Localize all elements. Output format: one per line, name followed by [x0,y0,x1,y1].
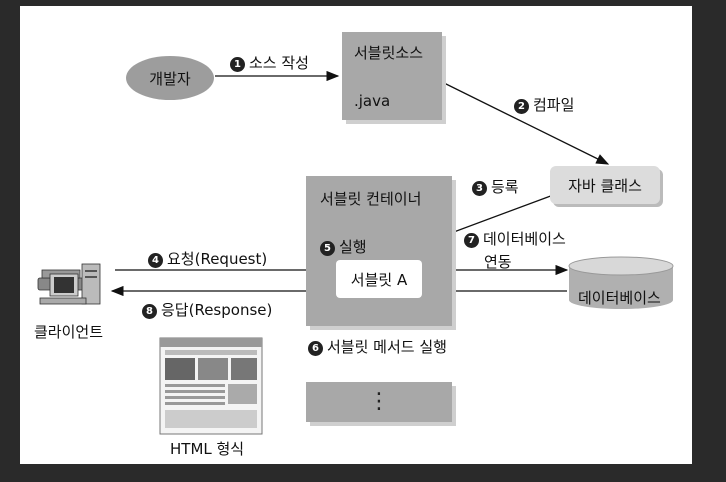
java-class-box: 자바 클래스 [550,166,660,204]
step-7-text-line2: 연동 [484,251,512,272]
step-2-label: 2 컴파일 [514,94,574,115]
servlet-a-label: 서블릿 A [351,269,407,290]
step-3-badge: 3 [472,181,487,196]
computer-icon [38,264,100,304]
step-5-label: 5 실행 [320,236,367,257]
step-5-badge: 5 [320,241,335,256]
step-8-badge: 8 [142,304,157,319]
step-7-label: 7 데이터베이스 [464,228,566,249]
step-6-badge: 6 [308,341,323,356]
step-4-badge: 4 [148,253,163,268]
ellipsis-icon: ⋮ [368,391,390,413]
servlet-source-title: 서블릿소스 [354,42,423,63]
step-2-badge: 2 [514,99,529,114]
developer-node: 개발자 [126,56,214,100]
step-8-text: 응답(Response) [161,301,272,319]
client-label: 클라이언트 [34,321,103,342]
developer-label: 개발자 [149,68,190,89]
step-4-text: 요청(Request) [167,250,267,268]
step-3-label: 3 등록 [472,176,519,197]
servlet-a-box: 서블릿 A [336,260,422,298]
step-3-text: 등록 [491,178,519,196]
more-servlets-box: ⋮ [306,382,452,422]
step-5-text: 실행 [339,238,367,256]
step-8-label: 8 응답(Response) [142,299,272,320]
servlet-container-box: 서블릿 컨테이너 5 실행 서블릿 A [306,176,452,326]
step-1-badge: 1 [230,57,245,72]
servlet-source-ext: .java [354,92,390,110]
database-label: 데이터베이스 [578,287,661,308]
html-page-thumbnail [160,338,262,434]
step-7-text-line1: 데이터베이스 [483,230,566,248]
step-4-label: 4 요청(Request) [148,248,267,269]
servlet-container-title: 서블릿 컨테이너 [320,188,421,209]
step-6-text: 서블릿 메서드 실행 [327,338,447,356]
step-1-label: 1 소스 작성 [230,52,309,73]
step-7-badge: 7 [464,233,479,248]
servlet-source-box: 서블릿소스 .java [342,32,442,120]
step-1-text: 소스 작성 [249,54,309,72]
html-format-label: HTML 형식 [170,438,244,459]
step-6-label: 6 서블릿 메서드 실행 [308,336,447,357]
step-2-text: 컴파일 [533,96,574,114]
diagram-panel: 개발자 1 소스 작성 서블릿소스 .java 2 컴파일 자바 클래스 3 등록 서… [20,6,692,464]
java-class-label: 자바 클래스 [568,175,642,196]
